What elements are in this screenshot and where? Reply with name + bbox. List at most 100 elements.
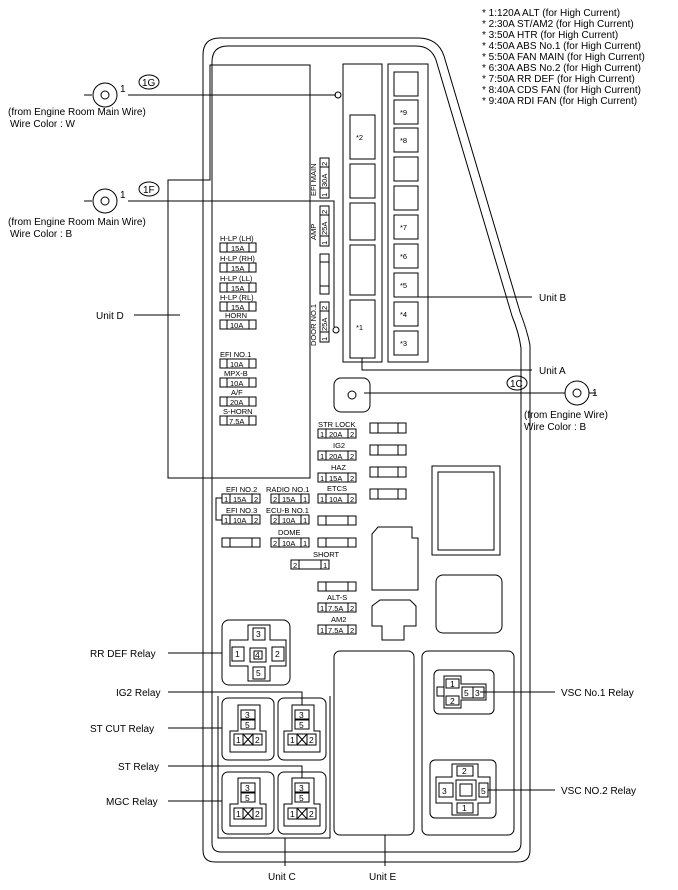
pin-label: 2 [254, 495, 258, 504]
ring-terminal-icon [92, 82, 118, 108]
relay-st: 3 5 1 2 ST Relay [118, 762, 327, 835]
fuse-name: DOOR NO.1 [309, 304, 318, 346]
fuse-amp: 20A [329, 452, 342, 461]
fuse-slot [393, 99, 419, 125]
unit-e-block [333, 650, 415, 836]
pin-label: 2 [275, 649, 280, 659]
relay-name: VSC No.1 Relay [561, 688, 634, 699]
unit-labels: Unit B Unit A Unit D Unit C Unit E [96, 293, 567, 883]
fuse-amp: 10A [282, 539, 295, 548]
pin-label: 2 [320, 162, 329, 166]
empty-fuse-slot [317, 537, 357, 548]
ground-stud [333, 377, 371, 413]
unit-e-label: Unit E [369, 872, 397, 883]
relay-rr-def: 3 1 4 2 5 RR DEF Relay [90, 619, 291, 686]
fuse-amp: 15A [233, 495, 246, 504]
pin-label: 2 [255, 809, 260, 819]
fuse-name: H-LP (LL) [220, 274, 253, 283]
fuse-name: EFI NO.3 [226, 506, 257, 515]
note-line: * 7:50A RR DEF (for High Current) [482, 74, 635, 85]
connector-tag: 1F [143, 185, 155, 196]
wire-color: Wire Color : W [10, 119, 76, 130]
fuse-name: AM2 [331, 615, 346, 624]
fuse-slot [393, 272, 419, 298]
pin-label: 1 [235, 649, 240, 659]
pin-label: 2 [462, 766, 467, 776]
fuse-name: A/F [231, 388, 243, 397]
fuse-amp: 15A [282, 495, 295, 504]
note-line: * 5:50A FAN MAIN (for High Current) [482, 52, 645, 63]
pin-label: 1 [236, 809, 241, 819]
pin-label: 1 [120, 190, 126, 201]
fuse-label: *7 [400, 223, 407, 232]
unit-c-label: Unit C [268, 872, 296, 883]
note-line: * 8:40A CDS FAN (for High Current) [482, 85, 641, 96]
pin-label: 2 [255, 735, 260, 745]
pin-label: 3 [299, 710, 304, 720]
empty-fuse-slot [317, 581, 357, 592]
ring-terminal-icon [92, 188, 118, 214]
fuse-name: EFI MAIN [309, 163, 318, 196]
unit-a-block: *2 *1 [342, 63, 383, 363]
pin-label: 1 [323, 561, 327, 570]
fuse-amp: 10A [282, 516, 295, 525]
note-line: * 6:30A ABS No.2 (for High Current) [482, 63, 641, 74]
fuse-name: ETCS [327, 484, 347, 493]
pin-label: 1 [224, 516, 228, 525]
pin-label: 1 [236, 735, 241, 745]
pin-label: 1 [320, 337, 329, 341]
unit-c-bracket [217, 696, 331, 839]
unit-d-fuses: H-LP (LH) 15A H-LP (RH) 15A H-LP (LL) 15… [219, 234, 257, 426]
pin-label: 3 [245, 783, 250, 793]
fuse-slot [393, 243, 419, 269]
fuse-label: *5 [400, 281, 407, 290]
fuse-slot [393, 71, 419, 97]
note-line: * 4:50A ABS No.1 (for High Current) [482, 41, 641, 52]
connector-source: (from Engine Room Main Wire) [8, 217, 146, 228]
pin-label: 1 [290, 735, 295, 745]
connector-source: (from Engine Room Main Wire) [8, 107, 146, 118]
pin-label: 2 [309, 735, 314, 745]
unit-d-block [167, 64, 311, 479]
pin-label: 1 [320, 626, 324, 635]
vertical-fuse-amp: AMP 2 25A 1 [309, 205, 330, 247]
fuse-amp: 15A [231, 244, 244, 253]
fuse-slot [349, 114, 376, 160]
wire-color: Wire Color : B [10, 229, 73, 240]
unit-b-block: *9 *8 *7 *6 *5 *4 *3 [387, 63, 429, 363]
fuse-label: *6 [400, 252, 407, 261]
note-line: * 3:50A HTR (for High Current) [482, 30, 618, 41]
fuse-amp: 15A [231, 264, 244, 273]
connector-1g: 1 1G (from Engine Room Main Wire) Wire C… [8, 74, 342, 130]
fuse-amp: 7.5A [328, 626, 343, 635]
unit-d-label: Unit D [96, 311, 124, 322]
fuse-amp: 25A [320, 318, 329, 331]
empty-fuse-slot [221, 537, 261, 548]
pin-label: 2 [350, 626, 354, 635]
pin-label: 1 [320, 193, 329, 197]
pin-label: 4 [255, 650, 260, 660]
socket-block [371, 526, 419, 591]
stud-hole [347, 390, 357, 400]
relay-name: MGC Relay [106, 797, 158, 808]
fuse-amp: 20A [230, 398, 243, 407]
fuse-name: HAZ [331, 463, 346, 472]
pin-label: 2 [273, 495, 277, 504]
fuse-amp: 10A [233, 516, 246, 525]
fuse-label: *2 [356, 133, 363, 142]
fuse-amp: 10A [230, 379, 243, 388]
pin-label: 1 [320, 604, 324, 613]
fuse-amp: 15A [231, 284, 244, 293]
pin-label: 2 [350, 474, 354, 483]
wire-color: Wire Color : B [524, 422, 587, 433]
pin-label: 3 [475, 688, 480, 698]
pin-label: 5 [256, 668, 261, 678]
pin-label: 2 [350, 452, 354, 461]
fuse-label: *9 [400, 108, 407, 117]
fuse-amp: 10A [230, 360, 243, 369]
relay-name: ST Relay [118, 762, 159, 773]
fuse-name: ALT-S [327, 593, 347, 602]
fuse-label: *8 [400, 136, 407, 145]
pin-label: 2 [320, 306, 329, 310]
fuse-amp: 30A [320, 174, 329, 187]
